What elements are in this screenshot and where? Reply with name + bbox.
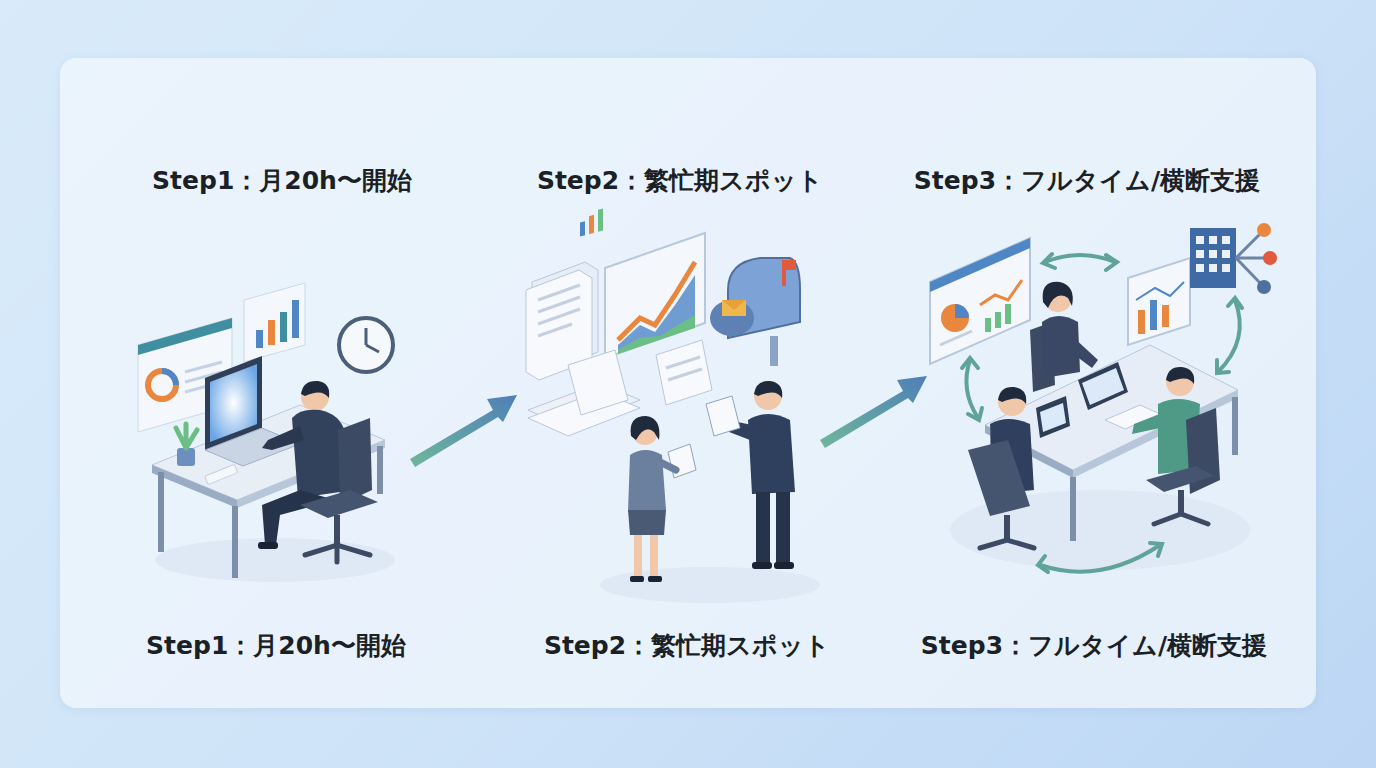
- growth-chart-panel: [605, 233, 705, 358]
- laptop: [205, 356, 300, 485]
- step3-illustration: [930, 223, 1277, 572]
- bar-chart-panel: [244, 283, 305, 362]
- mailbox: [710, 258, 800, 366]
- step1-illustration: [138, 283, 395, 582]
- step-caption: Step1：月20h〜開始: [146, 629, 406, 662]
- building-network-icon: [1190, 223, 1277, 294]
- step-arrow: [820, 376, 927, 448]
- step-caption: Step2：繁忙期スポット: [544, 629, 830, 662]
- office-chair: [300, 418, 378, 562]
- step-heading: Step1：月20h〜開始: [152, 164, 412, 197]
- woman-at-table: [1030, 282, 1098, 392]
- step-heading: Step3：フルタイム/横断支援: [914, 164, 1260, 197]
- dashboard-panel: [930, 238, 1030, 364]
- man-with-laptop: [968, 387, 1070, 548]
- man-in-green: [1132, 367, 1220, 524]
- plant: [176, 424, 197, 466]
- clock-icon: [339, 318, 393, 372]
- step2-illustration: [526, 208, 820, 603]
- person-working: [258, 381, 345, 549]
- man-with-document: [706, 381, 795, 569]
- meeting-table: [985, 345, 1238, 541]
- bar-chart-panel: [1128, 258, 1190, 345]
- woman-with-tablet: [628, 416, 696, 582]
- small-documents: [568, 208, 712, 415]
- step-heading: Step2：繁忙期スポット: [537, 164, 823, 197]
- step-arrow: [410, 395, 517, 467]
- step-caption: Step3：フルタイム/横断支援: [921, 629, 1267, 662]
- desk: [152, 405, 385, 578]
